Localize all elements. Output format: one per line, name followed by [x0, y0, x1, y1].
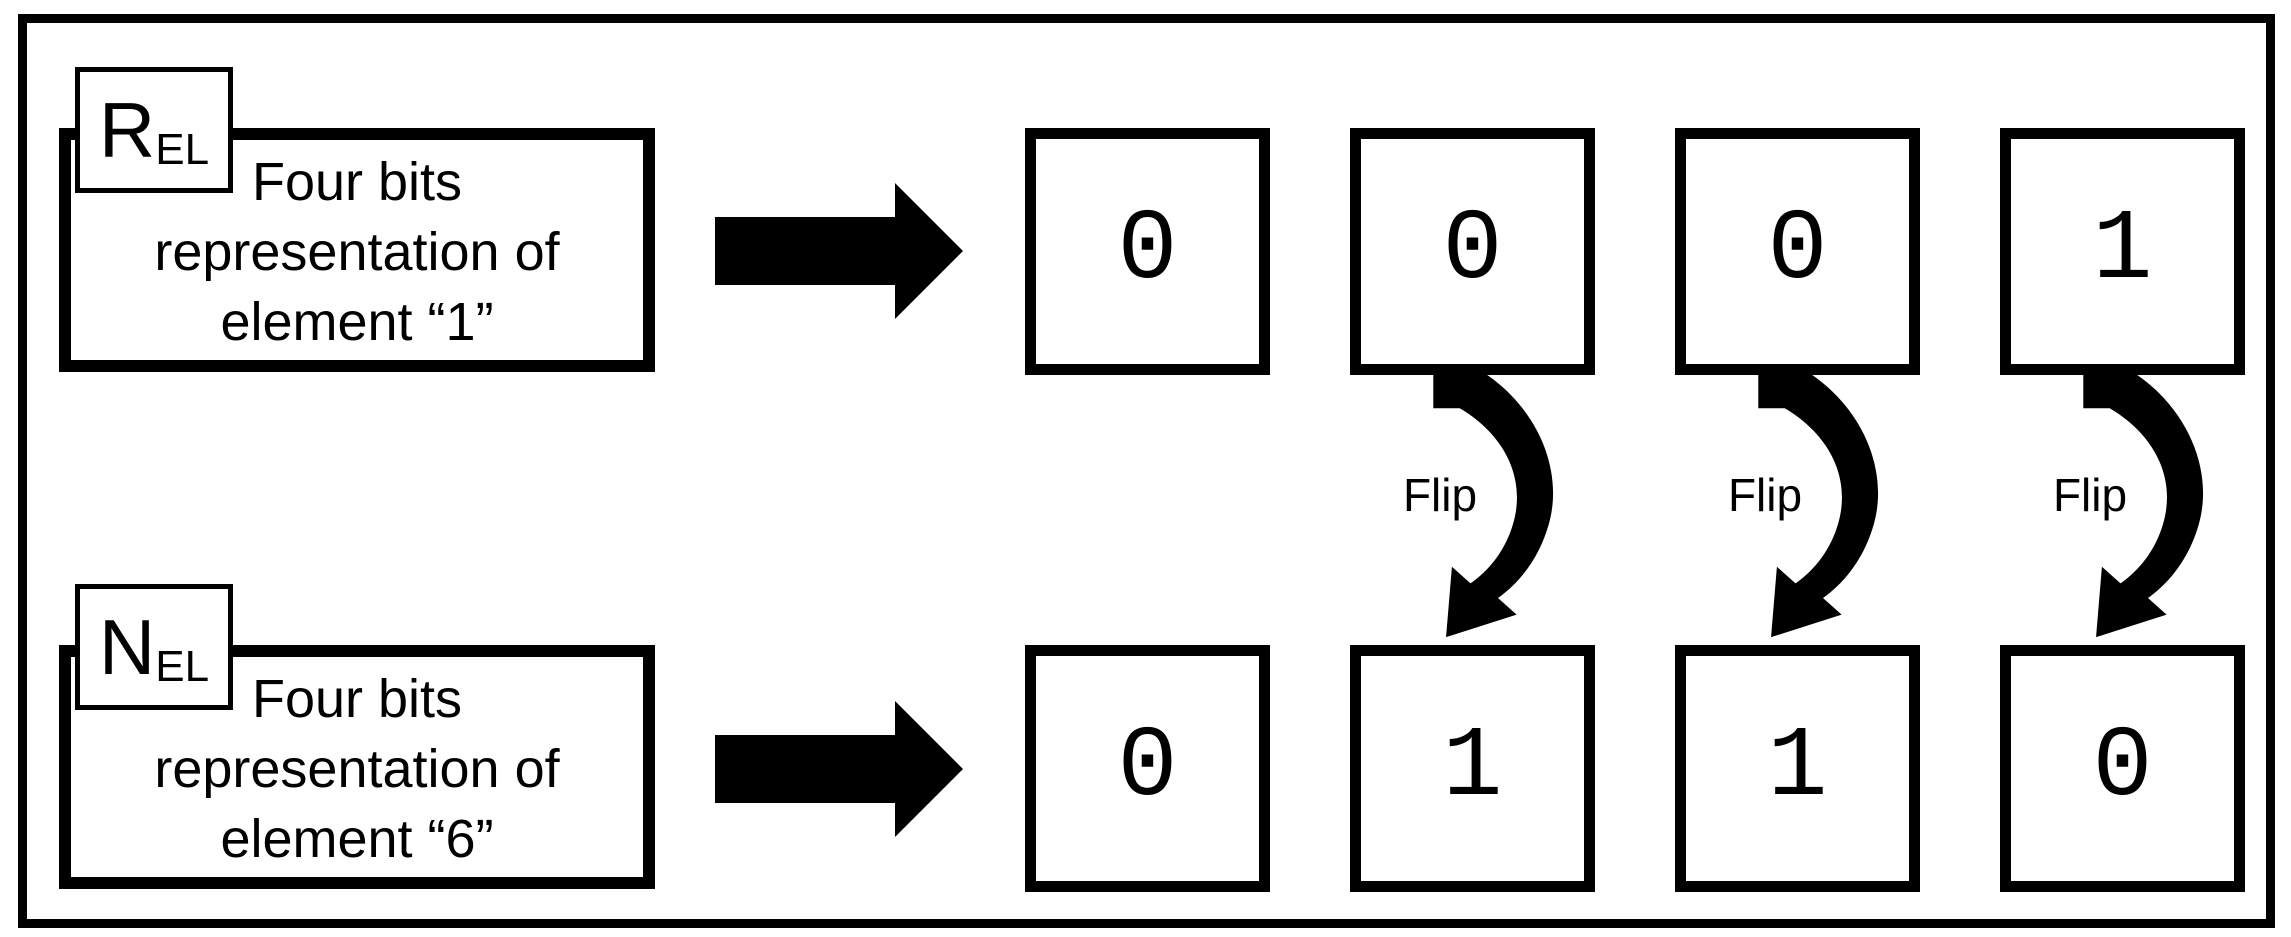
bit-cell: 1 — [1675, 645, 1920, 892]
register-symbol: R — [98, 86, 156, 174]
bit-value: 1 — [1442, 712, 1503, 825]
description-line: Four bits — [251, 669, 463, 729]
bit-value: 0 — [1117, 195, 1178, 308]
description-line: representation of — [154, 222, 560, 282]
bit-value: 0 — [1117, 712, 1178, 825]
flip-connector: Flip — [1675, 375, 1920, 645]
flip-label: Flip — [2052, 469, 2128, 521]
description-line: representation of — [154, 739, 560, 799]
flip-arrow-icon — [2083, 375, 2204, 638]
flip-connector: Flip — [1350, 375, 1595, 645]
flip-label: Flip — [1402, 469, 1478, 521]
right-arrow-icon — [715, 183, 963, 319]
bit-cell: 0 — [1675, 128, 1920, 375]
bit-value: 1 — [1767, 712, 1828, 825]
bit-value: 0 — [1767, 195, 1828, 308]
bit-cell: 0 — [1025, 645, 1270, 892]
bit-value: 0 — [2092, 712, 2153, 825]
bit-cell: 0 — [1350, 128, 1595, 375]
flip-label: Flip — [1727, 469, 1803, 521]
bit-cell: 1 — [1350, 645, 1595, 892]
flip-connector: Flip — [2000, 375, 2245, 645]
register-symbol: N — [98, 603, 156, 691]
description-line: element “6” — [220, 809, 494, 869]
bit-cell: 1 — [2000, 128, 2245, 375]
bit-cell: 0 — [2000, 645, 2245, 892]
bit-cell: 0 — [1025, 128, 1270, 375]
flip-arrow-icon — [1758, 375, 1879, 638]
bit-value: 1 — [2092, 195, 2153, 308]
description-line: Four bits — [251, 152, 463, 212]
bit-value: 0 — [1442, 195, 1503, 308]
description-line: element “1” — [220, 292, 494, 352]
register-subscript: EL — [155, 125, 210, 174]
right-arrow-icon — [715, 701, 963, 837]
flip-arrow-icon — [1433, 375, 1554, 638]
register-subscript: EL — [155, 642, 210, 691]
